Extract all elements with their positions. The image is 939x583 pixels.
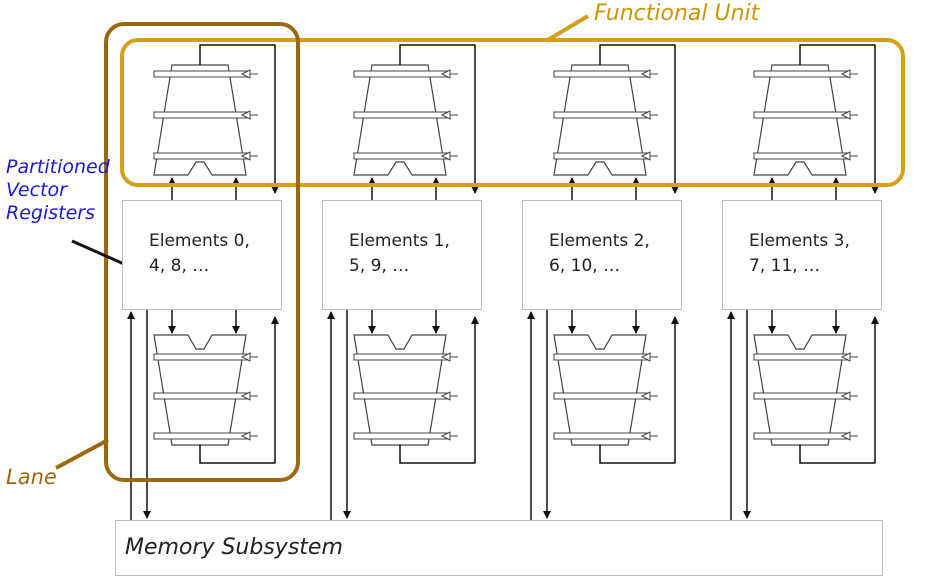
functional-unit-outline bbox=[120, 38, 905, 187]
pipeline-stage-register bbox=[553, 432, 649, 440]
pipeline-stage-register bbox=[553, 152, 649, 160]
pipeline-upper-lane-1 bbox=[353, 64, 447, 176]
pipeline-stage-register bbox=[353, 70, 449, 78]
pipeline-stage-register bbox=[153, 111, 249, 119]
pipeline-stage-register bbox=[153, 70, 249, 78]
register-elements-text: Elements 1, 5, 9, … bbox=[349, 231, 450, 276]
pipeline-stage-register bbox=[753, 432, 849, 440]
pipeline-stage-register bbox=[753, 70, 849, 78]
pipeline-upper-lane-2 bbox=[553, 64, 647, 176]
functional-unit-leader bbox=[544, 14, 590, 43]
pipeline-stage-register bbox=[353, 111, 449, 119]
register-box-lane-0: Elements 0, 4, 8, … bbox=[122, 200, 282, 310]
pipeline-stage-register bbox=[553, 353, 649, 361]
pipeline-stage-register bbox=[753, 152, 849, 160]
register-elements-text: Elements 2, 6, 10, … bbox=[549, 231, 650, 276]
pipeline-lower-lane-0 bbox=[153, 334, 247, 446]
pipeline-stage-register bbox=[153, 152, 249, 160]
pipeline-stage-register bbox=[353, 392, 449, 400]
pipeline-lower-lane-1 bbox=[353, 334, 447, 446]
writeback-wire-upper bbox=[799, 44, 879, 194]
functional-unit-label: Functional Unit bbox=[594, 1, 760, 26]
register-box-lane-1: Elements 1, 5, 9, … bbox=[322, 200, 482, 310]
pipeline-stage-register bbox=[753, 111, 849, 119]
writeback-wire-upper bbox=[399, 44, 479, 194]
register-box-lane-2: Elements 2, 6, 10, … bbox=[522, 200, 682, 310]
pipeline-stage-register bbox=[753, 392, 849, 400]
pipeline-stage-register bbox=[753, 353, 849, 361]
writeback-wire-upper bbox=[599, 44, 679, 194]
pipeline-upper-lane-3 bbox=[753, 64, 847, 176]
pipeline-stage-register bbox=[153, 432, 249, 440]
register-elements-text: Elements 3, 7, 11, … bbox=[749, 231, 850, 276]
partitioned-vector-registers-label: Partitioned Vector Registers bbox=[6, 156, 110, 225]
pipeline-stage-register bbox=[553, 392, 649, 400]
pvr-text: Partitioned Vector Registers bbox=[6, 156, 110, 224]
pipeline-lower-lane-2 bbox=[553, 334, 647, 446]
memory-subsystem-box: Memory Subsystem bbox=[115, 520, 883, 576]
registers-pointer-line bbox=[71, 239, 125, 266]
writeback-wire-lower bbox=[599, 316, 679, 464]
pipeline-stage-register bbox=[353, 432, 449, 440]
lane-outline bbox=[104, 22, 300, 482]
pipeline-stage-register bbox=[553, 70, 649, 78]
register-box-lane-3: Elements 3, 7, 11, … bbox=[722, 200, 882, 310]
pipeline-stage-register bbox=[353, 353, 449, 361]
lane-leader bbox=[55, 438, 109, 470]
pipeline-stage-register bbox=[153, 353, 249, 361]
writeback-wire-lower bbox=[399, 316, 479, 464]
memory-subsystem-label: Memory Subsystem bbox=[125, 535, 343, 560]
pipeline-lower-lane-3 bbox=[753, 334, 847, 446]
pipeline-upper-lane-0 bbox=[153, 64, 247, 176]
writeback-wire-lower bbox=[799, 316, 879, 464]
pipeline-stage-register bbox=[153, 392, 249, 400]
pipeline-stage-register bbox=[353, 152, 449, 160]
writeback-wire-lower bbox=[199, 316, 279, 464]
pipeline-stage-register bbox=[553, 111, 649, 119]
lane-label: Lane bbox=[6, 465, 57, 489]
register-elements-text: Elements 0, 4, 8, … bbox=[149, 231, 250, 276]
writeback-wire-upper bbox=[199, 44, 279, 194]
